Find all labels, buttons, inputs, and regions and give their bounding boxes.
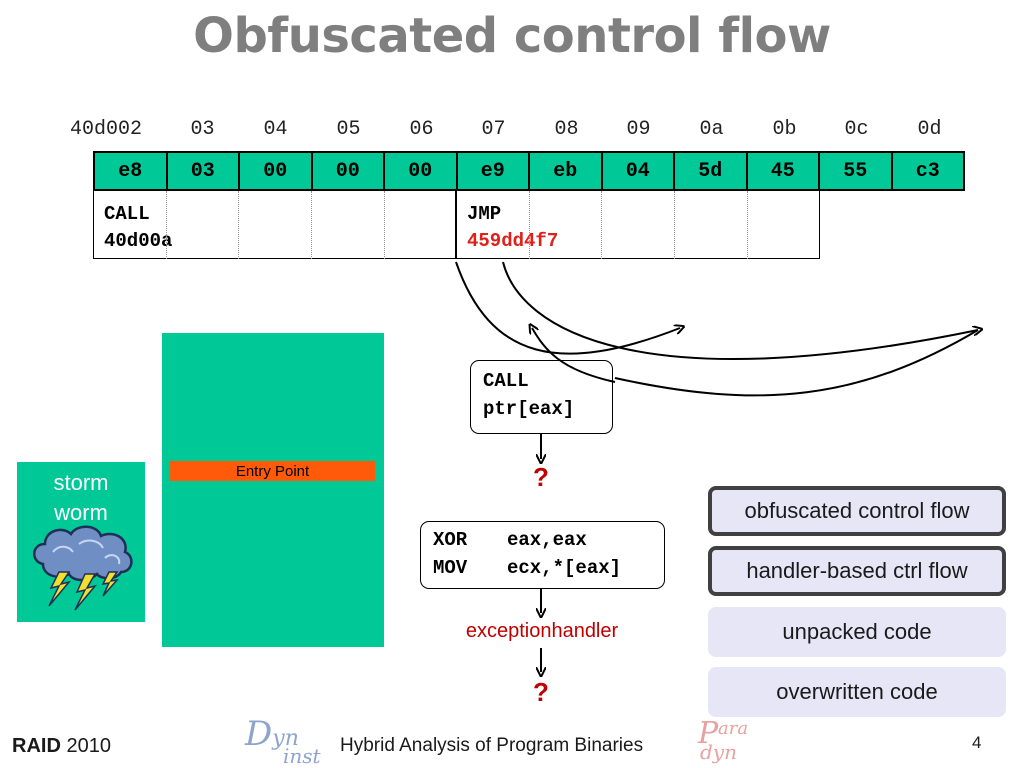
byte-divider xyxy=(529,191,531,259)
address-label: 08 xyxy=(554,118,579,141)
address-label: 0c xyxy=(844,118,869,141)
code-line: XOR eax,eax xyxy=(433,526,652,554)
dyninst-logo-d: D xyxy=(245,714,273,754)
address-label: 05 xyxy=(336,118,361,141)
address-label: 04 xyxy=(263,118,288,141)
address-label: 0a xyxy=(699,118,724,141)
xor-mov-box: XOR eax,eax MOV ecx,*[eax] xyxy=(420,521,665,589)
unknown-target-mark: ? xyxy=(533,677,549,707)
decoded-call-op: CALL xyxy=(104,203,150,225)
address-label: 09 xyxy=(626,118,651,141)
byte-divider xyxy=(384,191,386,259)
footer-raid-name: RAID xyxy=(12,735,61,757)
code-args: eax,eax xyxy=(507,529,587,551)
byte-cell: e9 xyxy=(457,153,530,189)
code-args: ecx,*[eax] xyxy=(507,557,622,579)
decoded-jmp-op: JMP xyxy=(467,203,502,225)
dyninst-logo-yn: yn xyxy=(272,726,299,751)
address-label: 03 xyxy=(190,118,215,141)
binary-block xyxy=(162,333,384,647)
byte-cell: 00 xyxy=(240,153,313,189)
slide-title: Obfuscated control flow xyxy=(193,8,831,64)
call-ptr-line1: CALL xyxy=(483,370,529,392)
byte-cell: 00 xyxy=(385,153,458,189)
byte-row: e8 03 00 00 00 e9 eb 04 5d 45 55 c3 xyxy=(93,151,965,191)
decoded-jmp: JMP 459dd4f7 xyxy=(456,191,820,259)
exception-handler-label: exceptionhandler xyxy=(465,620,619,642)
dyninst-logo-inst: inst xyxy=(283,744,321,768)
legend-overwritten-code: overwritten code xyxy=(708,667,1006,717)
unknown-target-mark: ? xyxy=(533,462,549,492)
byte-cell: 03 xyxy=(167,153,240,189)
byte-cell: 45 xyxy=(747,153,820,189)
storm-cloud-icon xyxy=(33,525,133,611)
page-number: 4 xyxy=(972,733,982,752)
paradyn-logo-p: P xyxy=(698,716,719,751)
decoded-jmp-target: 459dd4f7 xyxy=(467,230,559,252)
byte-divider xyxy=(674,191,676,259)
footer-raid-year: 2010 xyxy=(66,735,111,757)
legend-unpacked-code: unpacked code xyxy=(708,607,1006,657)
address-label: 06 xyxy=(409,118,434,141)
byte-cell: 5d xyxy=(675,153,748,189)
address-label: 0b xyxy=(772,118,797,141)
byte-cell: c3 xyxy=(892,153,963,189)
decoded-call-target: 40d00a xyxy=(104,230,173,252)
code-line: MOV ecx,*[eax] xyxy=(433,554,652,582)
byte-divider xyxy=(601,191,603,259)
decoded-call: CALL 40d00a xyxy=(93,191,456,259)
storm-worm-line2: worm xyxy=(54,500,108,525)
paradyn-logo-dyn: dyn xyxy=(700,740,737,764)
dyninst-logo: Dyn inst xyxy=(245,714,321,768)
jmp-curve xyxy=(502,261,978,361)
jmp-curve xyxy=(455,261,680,355)
byte-divider xyxy=(311,191,313,259)
entry-point-bar: Entry Point xyxy=(170,461,375,481)
byte-cell: eb xyxy=(530,153,603,189)
address-label: 07 xyxy=(481,118,506,141)
paradyn-logo-ara: ara xyxy=(718,718,749,739)
footer-conference: RAID 2010 xyxy=(12,735,111,758)
storm-worm-label: storm worm xyxy=(17,468,145,528)
footer-title: Hybrid Analysis of Program Binaries xyxy=(340,735,644,756)
address-label: 40d002 xyxy=(70,118,143,141)
byte-divider xyxy=(166,191,168,259)
code-op: MOV xyxy=(433,557,468,579)
byte-divider xyxy=(747,191,749,259)
byte-divider xyxy=(238,191,240,259)
code-op: XOR xyxy=(433,529,468,551)
paradyn-logo: P ara dyn xyxy=(698,716,748,764)
storm-worm-line1: storm xyxy=(53,470,109,495)
call-ptr-line2: ptr[eax] xyxy=(483,398,575,420)
return-curve xyxy=(614,329,979,397)
byte-cell: e8 xyxy=(95,153,168,189)
storm-worm-box: storm worm xyxy=(17,462,145,622)
legend-obfuscated-control-flow: obfuscated control flow xyxy=(708,486,1006,536)
legend-handler-based-ctrl-flow: handler-based ctrl flow xyxy=(708,546,1006,596)
byte-cell: 04 xyxy=(602,153,675,189)
call-ptr-box: CALL ptr[eax] xyxy=(470,360,613,434)
byte-cell: 00 xyxy=(312,153,385,189)
address-label: 0d xyxy=(917,118,942,141)
byte-cell: 55 xyxy=(820,153,893,189)
